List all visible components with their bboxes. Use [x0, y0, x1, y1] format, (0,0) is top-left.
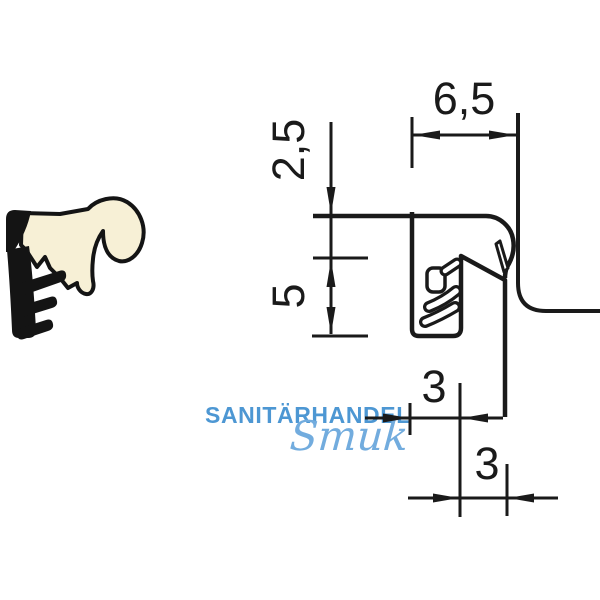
- dimension-label-foot-width: 3: [421, 361, 446, 412]
- arrowhead-right: [508, 493, 534, 503]
- dimension-label-flange-thickness: 2,5: [263, 119, 314, 182]
- dimension-foot-width: 3: [365, 361, 503, 517]
- watermark-shop-name: SANITÄRHANDEL: [205, 402, 411, 428]
- dimension-gap-width: 3: [408, 438, 558, 516]
- arrowhead-right: [489, 130, 516, 140]
- seal-lip-middle: [15, 296, 58, 318]
- dimension-label-gap-width: 3: [474, 438, 499, 489]
- dimension-left-stack: 2,5 5: [263, 119, 368, 338]
- arrowhead-left: [383, 413, 409, 423]
- seal-lip-bottom: [16, 319, 54, 340]
- seal-lip-top: [16, 270, 67, 296]
- arrowhead-left: [413, 130, 440, 140]
- seal-soft-body: [19, 196, 146, 297]
- seal-inner-lip-1: [439, 257, 463, 277]
- seal-fin: [494, 239, 510, 274]
- seal-product-illustration: [6, 196, 146, 340]
- seal-body-outline: [409, 212, 508, 417]
- arrowhead-right: [462, 413, 488, 423]
- seal-inner-lip-2: [423, 285, 462, 313]
- arrowhead-down-top: [326, 187, 336, 214]
- dimension-top-width: 6,5: [410, 73, 517, 168]
- dimension-label-body-height: 5: [263, 283, 314, 308]
- seal-cross-section: [313, 212, 516, 417]
- arrowhead-down-bottom: [326, 307, 336, 334]
- dimension-label-top-width: 6,5: [433, 73, 496, 124]
- frame-rebate-line: [516, 113, 600, 313]
- seal-inner-lip-3: [419, 301, 461, 328]
- arrowhead-up-mid: [326, 260, 336, 287]
- arrowhead-left: [433, 493, 459, 503]
- seal-hard-corner: [6, 210, 31, 252]
